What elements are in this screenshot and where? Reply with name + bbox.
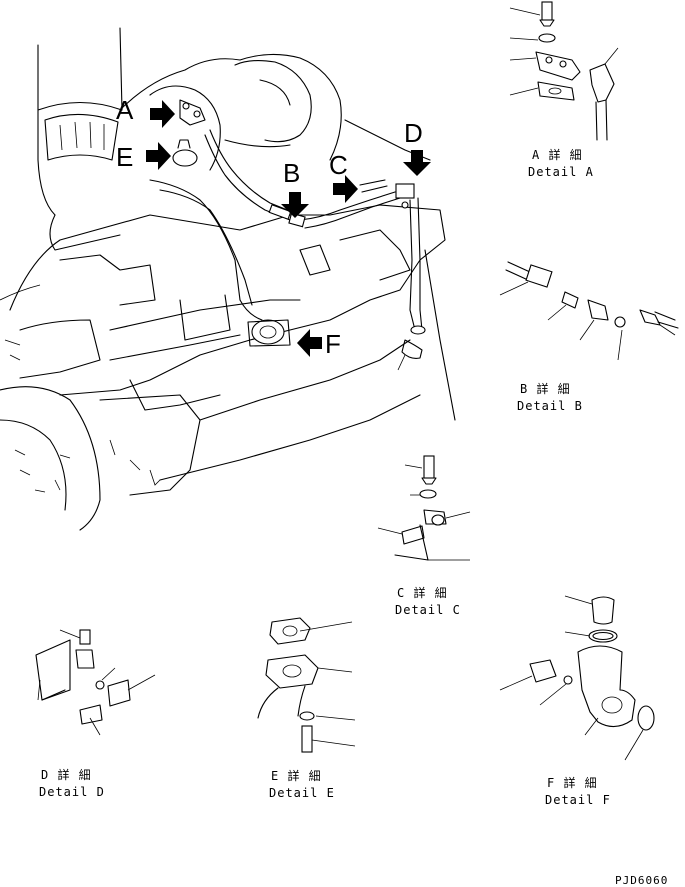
detail-d-drawing [35, 629, 156, 736]
arrow-a-icon [150, 100, 175, 128]
detail-e-label-en: Detail E [269, 786, 335, 800]
callout-arrows [146, 100, 431, 357]
arrow-e-icon [146, 142, 171, 170]
detail-b-label-jp: B 詳 細 [520, 382, 571, 396]
detail-d-label-en: Detail D [39, 785, 105, 799]
arrow-f-icon [297, 329, 322, 357]
callout-f: F [325, 329, 341, 359]
callout-b: B [283, 158, 301, 188]
detail-c-label-en: Detail C [395, 603, 461, 617]
callout-a: A [116, 95, 134, 125]
engine-assembly [0, 27, 456, 531]
detail-e-drawing [257, 617, 356, 753]
detail-c-label-jp: C 詳 細 [397, 586, 448, 600]
callout-c: C [329, 150, 348, 180]
detail-a-drawing [509, 1, 619, 141]
detail-d-label-jp: D 詳 細 [41, 768, 92, 782]
detail-a-label-jp: A 詳 細 [532, 148, 583, 162]
detail-e-label-jp: E 詳 細 [271, 769, 322, 783]
arrow-b-icon [281, 192, 309, 218]
callout-e: E [116, 142, 134, 172]
arrow-d-icon [403, 150, 431, 176]
arrow-c-icon [333, 175, 358, 203]
detail-f-label-jp: F 詳 細 [547, 776, 598, 790]
callout-d: D [404, 118, 423, 148]
drawing-code: PJD6060 [615, 874, 669, 887]
detail-a-label-en: Detail A [528, 165, 594, 179]
detail-f-drawing [499, 595, 655, 761]
detail-c-drawing [377, 455, 471, 561]
detail-b-drawing [499, 261, 679, 361]
detail-f-label-en: Detail F [545, 793, 611, 807]
detail-b-label-en: Detail B [517, 399, 583, 413]
